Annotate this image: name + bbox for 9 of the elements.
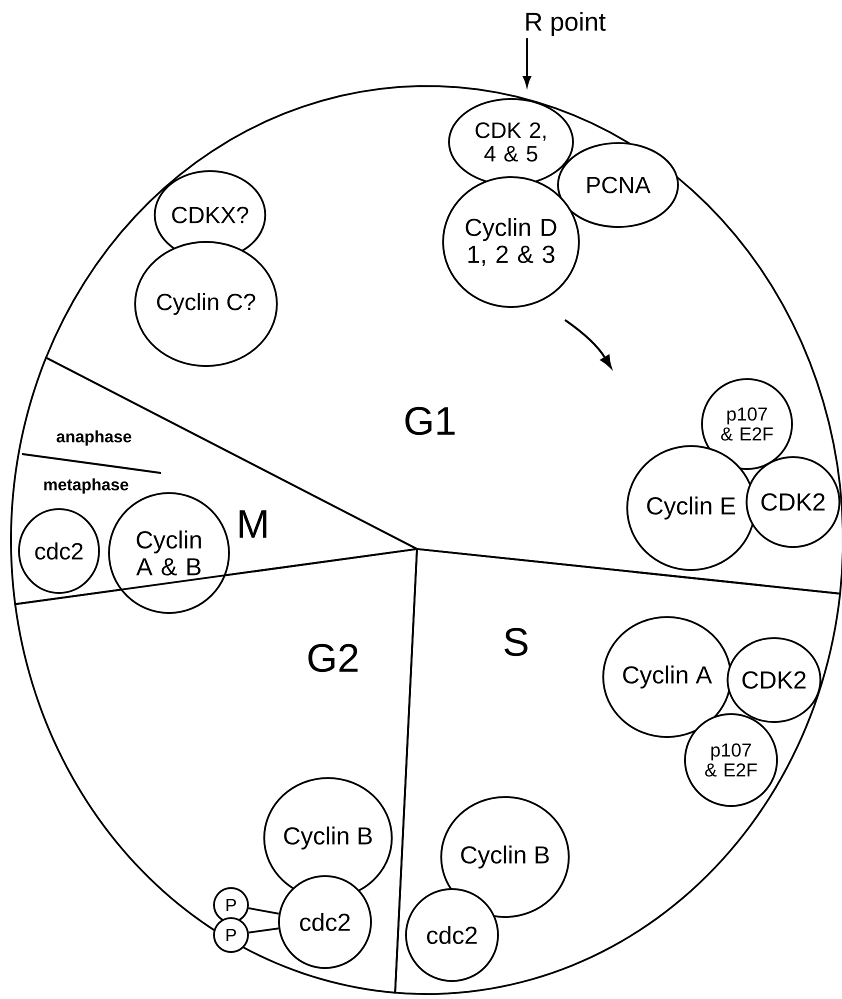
connector-line: [248, 928, 279, 934]
phase-label: anaphase: [56, 430, 132, 446]
node-label: CDK2: [761, 493, 825, 511]
connector-line: [248, 907, 279, 915]
node-label: cdc2: [427, 926, 477, 944]
phase-label: metaphase: [44, 478, 128, 494]
point-label: R point: [526, 12, 606, 36]
arrow: [522, 38, 532, 87]
node-label: CDK2: [742, 671, 806, 689]
